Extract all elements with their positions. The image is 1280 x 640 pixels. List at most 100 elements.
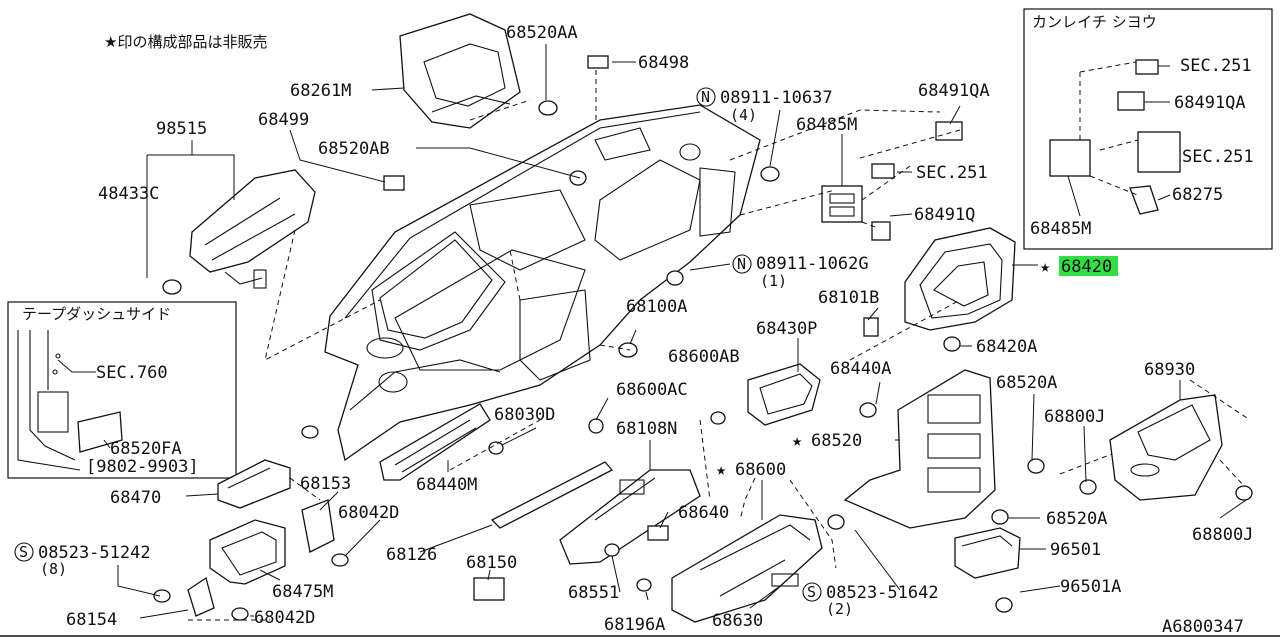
label-68101B: 68101B <box>818 288 879 308</box>
label-68600: 68600 <box>735 460 786 480</box>
inset-left-label-68520FA: 68520FA <box>110 439 182 459</box>
s-symbol-2: S <box>807 583 816 601</box>
label-68520: 68520 <box>811 431 862 451</box>
s-circle-icon <box>14 542 34 562</box>
label-68551: 68551 <box>568 583 619 603</box>
label-68499: 68499 <box>258 110 309 130</box>
cold-region-inset-title: カンレイチ シヨウ <box>1032 13 1157 31</box>
label-48433C: 48433C <box>98 184 159 204</box>
label-68475M: 68475M <box>272 582 333 602</box>
label-68520A-bottom: 68520A <box>1046 509 1107 529</box>
label-68420[interactable]: 68420 <box>1061 257 1112 277</box>
center-ventilator-drawing <box>747 363 821 426</box>
label-68470: 68470 <box>110 488 161 508</box>
highlight-68420 <box>1059 256 1118 276</box>
tape-dash-side-inset-frame <box>7 301 237 479</box>
inset-left-label-date-range: [9802-9903] <box>86 457 199 477</box>
inset-right-label-68275: 68275 <box>1172 185 1223 205</box>
label-68800J-top: 68800J <box>1044 407 1105 427</box>
s-symbol-1: S <box>19 543 28 561</box>
instrument-panel-drawing <box>324 104 761 462</box>
combination-meter-drawing <box>904 227 1016 331</box>
label-98515: 98515 <box>156 119 207 139</box>
airbag-module-drawing <box>189 169 316 289</box>
qty-08523-51242: (8) <box>40 560 67 578</box>
reinforcement-bar-drawing <box>490 461 614 529</box>
n-circle-icon-2 <box>732 254 752 274</box>
star-68600: ★ <box>716 460 726 480</box>
center-cluster-drawing <box>843 369 996 529</box>
label-68126: 68126 <box>386 545 437 565</box>
inset-right-label-sec251-b: SEC.251 <box>1182 147 1254 167</box>
label-68800J-bottom: 68800J <box>1192 525 1253 545</box>
inset-left-label-sec760: SEC.760 <box>96 363 168 383</box>
label-08911-1062G: 08911-1062G <box>756 254 869 274</box>
label-68042D-bottom: 68042D <box>254 608 315 628</box>
glove-box-drawing <box>671 514 823 623</box>
label-68491Q: 68491Q <box>914 205 975 225</box>
label-08911-10637: 08911-10637 <box>720 88 833 108</box>
switch-assembly-drawing <box>821 185 863 223</box>
lower-bracket-drawing <box>187 576 215 617</box>
qty-08911-10637: (4) <box>730 106 757 124</box>
qty-08523-51642: (2) <box>826 600 853 618</box>
qty-08911-1062G: (1) <box>760 272 787 290</box>
label-08523-51242: 08523-51242 <box>38 543 151 563</box>
label-68600AC: 68600AC <box>616 380 688 400</box>
label-68196A: 68196A <box>604 615 665 635</box>
label-68440M: 68440M <box>416 475 477 495</box>
storage-tray-drawing <box>954 527 1021 579</box>
label-68520AA: 68520AA <box>506 23 578 43</box>
tape-dash-side-inset-title: テープダッシュサイド <box>22 305 171 323</box>
label-68150: 68150 <box>466 553 517 573</box>
label-96501A: 96501A <box>1060 577 1121 597</box>
inset-right-parts-drawing <box>1049 59 1181 215</box>
label-68030D: 68030D <box>494 405 555 425</box>
lower-cover-drawing <box>1109 394 1223 501</box>
inset-right-label-68485M: 68485M <box>1030 219 1091 239</box>
label-68261M: 68261M <box>290 81 351 101</box>
label-68600AB: 68600AB <box>668 347 740 367</box>
label-68430P: 68430P <box>756 319 817 339</box>
leader-lines <box>57 44 1247 619</box>
n-symbol-1: N <box>701 88 710 106</box>
label-68485M: 68485M <box>796 115 857 135</box>
inset-right-label-sec251-a: SEC.251 <box>1180 56 1252 76</box>
label-08523-51642: 08523-51642 <box>826 583 939 603</box>
inset-left-drawing <box>17 330 123 471</box>
label-68100A: 68100A <box>626 297 687 317</box>
label-68153: 68153 <box>300 474 351 494</box>
s-circle-icon-2 <box>802 582 822 602</box>
star-68520: ★ <box>792 431 802 451</box>
small-parts-drawing <box>153 55 1253 621</box>
diagram-id: A6800347 <box>1162 617 1244 637</box>
label-68520AB: 68520AB <box>318 139 390 159</box>
label-68630: 68630 <box>712 611 763 631</box>
label-68420A: 68420A <box>976 337 1037 357</box>
bracket-drawing <box>301 499 335 553</box>
non-sale-note: ★印の構成部品は非販売 <box>104 33 267 51</box>
label-68108N: 68108N <box>616 419 677 439</box>
label-68440A: 68440A <box>830 359 891 379</box>
inset-right-label-68491QA: 68491QA <box>1174 93 1246 113</box>
ashtray-drawing <box>209 519 286 585</box>
n-symbol-2: N <box>737 255 746 273</box>
n-circle-icon <box>696 87 716 107</box>
star-68420: ★ <box>1040 257 1050 277</box>
label-68640: 68640 <box>678 503 729 523</box>
label-96501: 96501 <box>1050 540 1101 560</box>
side-ventilator-drawing <box>379 403 491 481</box>
small-pocket-drawing <box>217 459 291 509</box>
label-68498: 68498 <box>638 53 689 73</box>
cold-region-inset-frame <box>1023 8 1273 250</box>
label-SEC251: SEC.251 <box>916 163 988 183</box>
meter-hood-drawing <box>399 13 521 129</box>
assembly-dash-lines <box>188 70 1251 621</box>
label-68154: 68154 <box>66 610 117 630</box>
label-68491QA: 68491QA <box>918 81 990 101</box>
label-68520A-top: 68520A <box>996 373 1057 393</box>
label-68042D-top: 68042D <box>338 503 399 523</box>
label-68930: 68930 <box>1144 360 1195 380</box>
